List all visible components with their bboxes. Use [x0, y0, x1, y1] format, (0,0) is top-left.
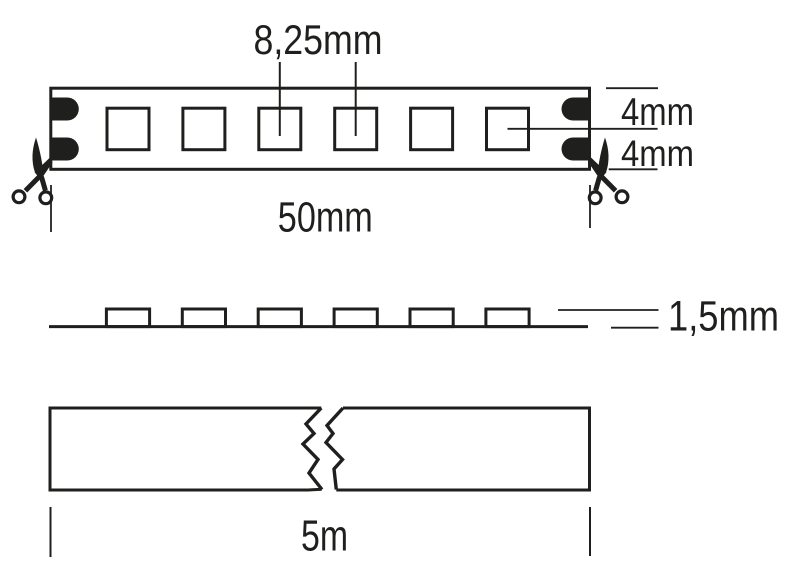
- svg-text:1,5mm: 1,5mm: [668, 292, 779, 339]
- svg-text:4mm: 4mm: [621, 91, 694, 134]
- svg-text:50mm: 50mm: [278, 194, 373, 241]
- svg-text:4mm: 4mm: [621, 133, 694, 174]
- svg-text:5m: 5m: [301, 511, 348, 560]
- svg-text:8,25mm: 8,25mm: [254, 16, 383, 63]
